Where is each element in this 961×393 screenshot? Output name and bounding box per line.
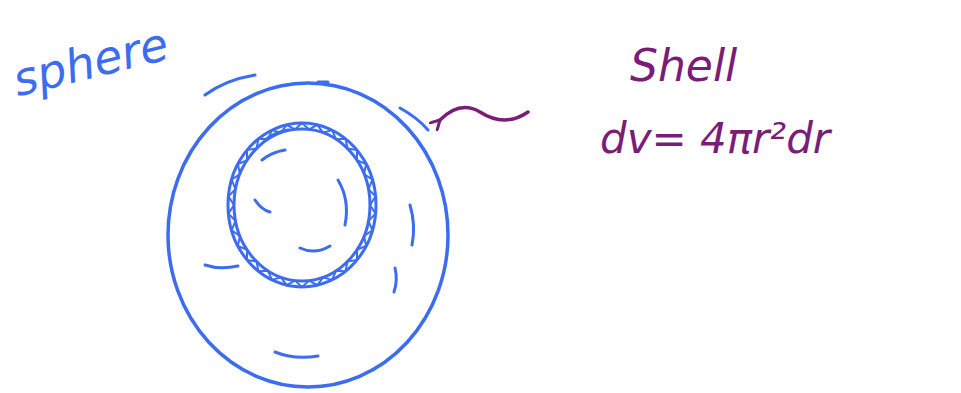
callout-label: Shell [630, 44, 737, 88]
pointer-arrow [440, 108, 528, 121]
shading-stroke [265, 130, 288, 140]
inner-sphere [234, 129, 370, 281]
shading-stroke [205, 265, 238, 268]
shading-stroke [410, 205, 414, 245]
shell-hatching [228, 123, 375, 287]
shading-stroke [318, 81, 328, 84]
formula-label: dv= 4πr²dr [600, 118, 830, 160]
shading-stroke [255, 200, 270, 212]
shading-stroke [338, 180, 346, 225]
shading-stroke [400, 108, 428, 130]
shading-stroke [394, 268, 396, 292]
outer-sphere [168, 83, 448, 387]
shading-stroke [275, 352, 318, 357]
shading-stroke [300, 246, 330, 251]
shading-stroke [205, 75, 255, 95]
shape-label: sphere [8, 20, 172, 103]
shading-stroke [262, 150, 285, 160]
shell-outline [228, 123, 376, 287]
